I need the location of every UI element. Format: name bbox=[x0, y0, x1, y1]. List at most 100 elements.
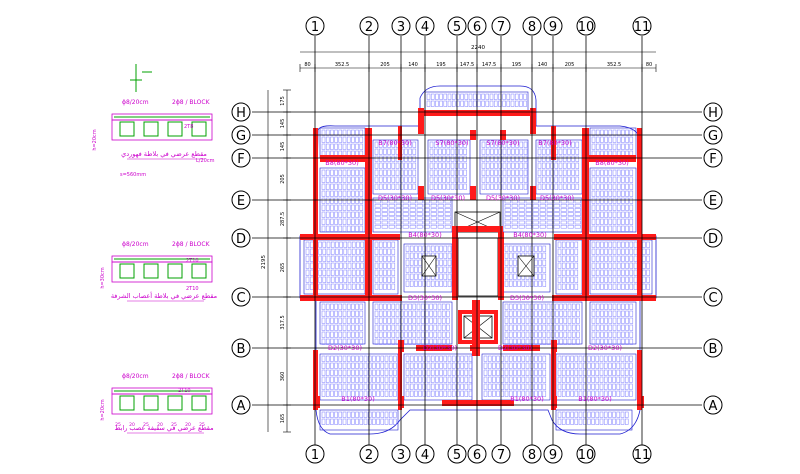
dim-top-7: 195 bbox=[512, 62, 522, 68]
void-cross-right bbox=[517, 255, 535, 277]
slab-c-b-10 bbox=[589, 301, 637, 345]
detail-spacing-3: ɸ8/20cm bbox=[122, 373, 149, 380]
beam-col-9-top bbox=[551, 126, 556, 160]
grid-label-top-9: 9 bbox=[549, 20, 557, 35]
slab-d-c-2 bbox=[372, 239, 399, 295]
slab-e-d-2 bbox=[372, 197, 453, 233]
grid-label-right-C: C bbox=[708, 291, 717, 306]
detail-rib-zone bbox=[111, 261, 213, 283]
slab-f-d-1 bbox=[319, 167, 366, 233]
grid-label-right-B: B bbox=[709, 342, 718, 357]
beam-col-1-bot bbox=[313, 350, 318, 410]
slab-g-e-4 bbox=[427, 139, 471, 195]
grid-bubble-bottom-4 bbox=[415, 444, 435, 464]
grid-label-bottom-6: 6 bbox=[473, 448, 481, 463]
grid-label-left-A: A bbox=[237, 399, 246, 414]
dim-left-7: 360 bbox=[280, 372, 286, 382]
detail-dim-3-5: 20 bbox=[185, 422, 191, 428]
detail-dim-3-0: 25 bbox=[115, 422, 121, 428]
detail-block-3: 2ɸ8 / BLOCK bbox=[172, 373, 211, 380]
detail-block bbox=[167, 121, 183, 137]
grid-bubble-bottom-6 bbox=[467, 444, 487, 464]
dim-top-10: 352.5 bbox=[607, 62, 621, 68]
detail-bars-1: 2T8 bbox=[184, 124, 193, 130]
detail-block bbox=[119, 395, 135, 411]
beam-label-s7_2: S7(80*30) bbox=[486, 139, 519, 147]
detail-bars-3: 2T10 bbox=[178, 388, 191, 394]
grid-bubble-right-G bbox=[703, 125, 723, 145]
grid-label-bottom-10: 10 bbox=[578, 448, 595, 463]
detail-block bbox=[119, 263, 135, 279]
beam-label-s7_1: S7(80*30) bbox=[435, 139, 468, 147]
detail-block bbox=[143, 121, 159, 137]
grid-label-bottom-4: 4 bbox=[421, 448, 429, 463]
dim-top-4: 195 bbox=[436, 62, 446, 68]
grid-bubble-right-F bbox=[703, 148, 723, 168]
detail-title-3: مقطع عرضي في سقيفة عصب رابط bbox=[114, 424, 213, 432]
beam-col-2 bbox=[365, 128, 372, 300]
grid-label-left-G: G bbox=[236, 129, 246, 144]
slab-e-d-8 bbox=[502, 197, 583, 233]
grid-bubble-right-C bbox=[703, 287, 723, 307]
grid-label-top-1: 1 bbox=[311, 20, 319, 35]
grid-bubble-top-11 bbox=[632, 16, 652, 36]
beam-label-d5_2: D5(30*30) bbox=[431, 194, 465, 202]
beam-label-b7_2: B7(80*30) bbox=[538, 139, 571, 147]
dim-top-6: 147.5 bbox=[482, 62, 496, 68]
grid-bubble-left-D bbox=[231, 228, 251, 248]
grid-label-top-6: 6 bbox=[473, 20, 481, 35]
beam-label-b1_3: B1(80*30) bbox=[578, 395, 611, 403]
col-e8 bbox=[530, 186, 536, 200]
detail-side-1: L/20cm bbox=[196, 158, 215, 164]
dim-left-0: 175 bbox=[280, 96, 286, 106]
beam-label-b7_1: B7(80*30) bbox=[378, 139, 411, 147]
slab-b-a-1 bbox=[319, 353, 399, 401]
dim-top-0: 80 bbox=[304, 62, 310, 68]
slab-below-a-1 bbox=[319, 409, 399, 431]
grid-label-top-7: 7 bbox=[497, 20, 505, 35]
dim-top-2: 205 bbox=[380, 62, 390, 68]
grid-label-top-11: 11 bbox=[634, 20, 651, 35]
beam-col-11-top bbox=[637, 128, 642, 300]
grid-bubble-left-G bbox=[231, 125, 251, 145]
col-b9 bbox=[551, 340, 557, 352]
dim-top-3: 140 bbox=[408, 62, 418, 68]
grid-label-top-3: 3 bbox=[397, 20, 405, 35]
beam-label-b8_l: B8(80*30) bbox=[325, 159, 358, 167]
slab-f-d-10 bbox=[589, 167, 637, 233]
grid-bubble-bottom-8 bbox=[522, 444, 542, 464]
grid-label-top-5: 5 bbox=[453, 20, 461, 35]
grid-bubble-right-B bbox=[703, 338, 723, 358]
grid-label-bottom-3: 3 bbox=[397, 448, 405, 463]
detail-dim-3-2: 25 bbox=[143, 422, 149, 428]
beam-row-a-mid bbox=[442, 400, 514, 406]
dim-top-8: 140 bbox=[538, 62, 548, 68]
detail-dim-3-1: 20 bbox=[129, 422, 135, 428]
detail-block-2: 2ɸ8 / BLOCK bbox=[172, 241, 211, 248]
detail-height-1: h=20cm bbox=[92, 129, 98, 150]
dim-top-11: 80 bbox=[646, 62, 652, 68]
grid-bubble-top-8 bbox=[522, 16, 542, 36]
grid-bubble-left-C bbox=[231, 287, 251, 307]
beam-label-d2_4: D2(30*30) bbox=[588, 344, 622, 352]
beam-row-c-left bbox=[300, 295, 402, 301]
grid-bubble-right-H bbox=[703, 102, 723, 122]
grid-label-top-10: 10 bbox=[578, 20, 595, 35]
beam-row-d-mid bbox=[452, 226, 503, 232]
grid-label-bottom-1: 1 bbox=[311, 448, 319, 463]
dim-left-6: 317.5 bbox=[280, 315, 286, 329]
detail-bars-bot-2: 2T10 bbox=[186, 286, 199, 292]
detail-dim-3-4: 25 bbox=[171, 422, 177, 428]
col-e4 bbox=[418, 186, 424, 200]
grid-bubble-bottom-11 bbox=[632, 444, 652, 464]
beam-label-d5_3: D5(30*30) bbox=[486, 194, 520, 202]
detail-title-2: مقطع عرضي في بلاطة أعصاب الشرفة bbox=[111, 291, 217, 300]
grid-bubble-left-E bbox=[231, 190, 251, 210]
slab-c-b-2 bbox=[372, 301, 453, 345]
grid-label-left-H: H bbox=[236, 106, 246, 121]
detail-block bbox=[191, 263, 207, 279]
grid-bubble-top-2 bbox=[359, 16, 379, 36]
